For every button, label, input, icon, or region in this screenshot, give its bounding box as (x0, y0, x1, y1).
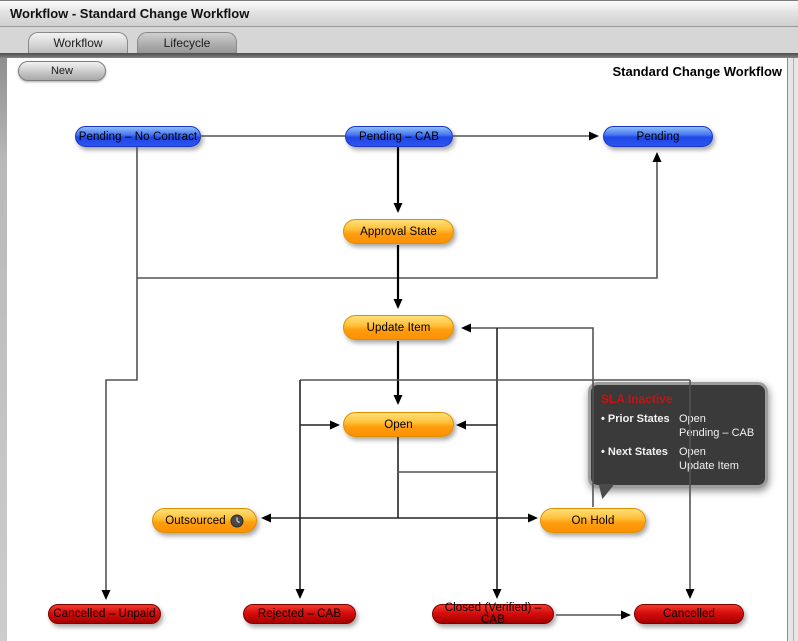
node-label: On Hold (571, 514, 615, 527)
tooltip-row-label: Prior States (601, 413, 679, 440)
new-button[interactable]: New (18, 61, 106, 81)
node-label: Approval State (360, 225, 437, 238)
tooltip-row-label: Next States (601, 446, 679, 473)
tab-strip: Workflow Lifecycle (0, 27, 798, 53)
workflow-node-cancelled-unpaid[interactable]: Cancelled – Unpaid (48, 604, 161, 624)
node-label: Rejected – CAB (257, 608, 342, 620)
workflow-node-pending-cab[interactable]: Pending – CAB (345, 126, 453, 147)
workflow-node-cancelled[interactable]: Cancelled (634, 604, 744, 624)
workflow-node-rejected-cab[interactable]: Rejected – CAB (243, 604, 356, 624)
clock-icon (230, 514, 244, 527)
node-label: Open (384, 418, 413, 431)
tabstrip-divider (0, 53, 798, 58)
workflow-node-outsourced[interactable]: Outsourced (152, 508, 257, 533)
canvas-left-edge (0, 58, 7, 641)
workflow-node-pending[interactable]: Pending (603, 126, 713, 147)
workflow-node-open[interactable]: Open (343, 412, 454, 437)
node-label: Pending – CAB (359, 130, 439, 143)
node-label: Cancelled (662, 608, 716, 620)
diagram-title: Standard Change Workflow (612, 64, 783, 79)
workflow-node-pending-no-contract[interactable]: Pending – No Contract (75, 126, 201, 147)
canvas-right-edge (787, 58, 798, 641)
node-label: Pending (636, 130, 680, 143)
node-label: Outsourced (165, 514, 226, 527)
tooltip-title: SLA Inactive (601, 392, 673, 406)
node-label: Update Item (366, 321, 431, 334)
tab-workflow[interactable]: Workflow (28, 32, 128, 53)
window-titlebar: Workflow - Standard Change Workflow (0, 0, 798, 27)
tooltip-tail-pointer (595, 484, 615, 499)
workflow-node-closed-verified-cab[interactable]: Closed (Verified) – CAB (432, 602, 554, 626)
workflow-node-on-hold[interactable]: On Hold (540, 508, 646, 533)
window-title: Workflow - Standard Change Workflow (10, 6, 250, 21)
workflow-node-approval-state[interactable]: Approval State (343, 219, 454, 244)
tooltip-row-values: Open Pending – CAB (679, 413, 755, 439)
node-label: Cancelled – Unpaid (53, 608, 156, 620)
workflow-node-update-item[interactable]: Update Item (343, 315, 454, 340)
node-label: Pending – No Contract (78, 130, 198, 143)
tooltip-row-values: Open Update Item (679, 446, 739, 472)
tab-lifecycle[interactable]: Lifecycle (137, 32, 237, 53)
node-label: Closed (Verified) – CAB (444, 602, 542, 626)
